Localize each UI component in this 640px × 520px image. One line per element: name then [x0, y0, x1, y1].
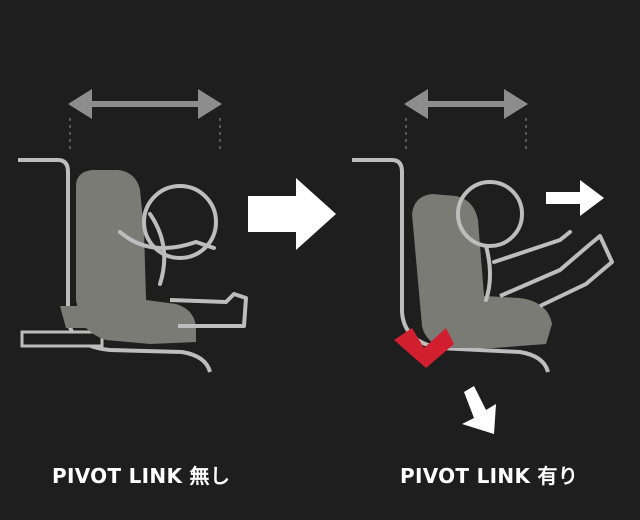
- down-arrow-icon: [462, 386, 496, 434]
- child-seat-shell: [76, 170, 196, 344]
- child-head: [142, 184, 218, 260]
- double-headed-arrow-icon: [68, 89, 222, 119]
- right-arrow-icon: [248, 178, 336, 250]
- caption-with-pivot-link: PIVOT LINK 有り: [400, 464, 579, 488]
- check-mark-icon: [394, 328, 454, 368]
- panel-with-pivot-link: [352, 89, 614, 434]
- child-body: [118, 212, 216, 286]
- child-seat-shell: [412, 194, 552, 348]
- panel-without-pivot-link: [18, 89, 248, 373]
- right-arrow-icon: [546, 180, 604, 216]
- width-guide-lines: [405, 118, 527, 152]
- child-body: [484, 230, 572, 302]
- seat-base-foot: [60, 306, 100, 328]
- child-legs: [169, 292, 248, 328]
- width-guide-lines: [69, 118, 221, 152]
- comparison-diagram: [18, 89, 614, 434]
- caption-without-pivot-link: PIVOT LINK 無し: [52, 464, 231, 488]
- double-headed-arrow-icon: [404, 89, 528, 119]
- seat-base-block: [20, 330, 104, 348]
- child-head: [456, 180, 524, 248]
- child-legs: [499, 234, 614, 308]
